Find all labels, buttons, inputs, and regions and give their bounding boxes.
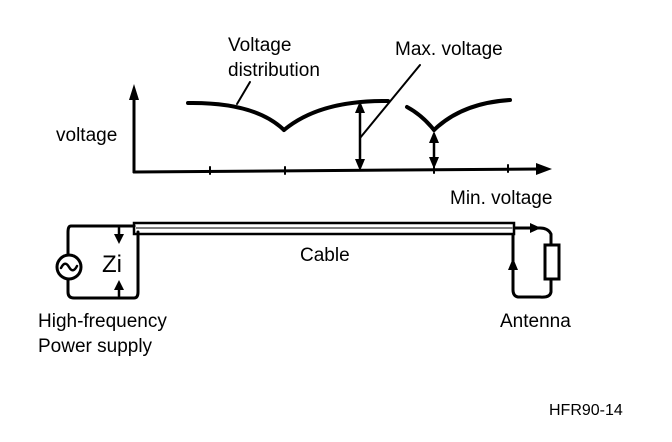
- source-loop-wire: [66, 224, 140, 300]
- x-axis: [132, 167, 542, 174]
- zi-label: Zi: [102, 251, 122, 278]
- circuit: [55, 221, 561, 300]
- antenna-arrowhead-up: [508, 258, 518, 270]
- source-label-line2: Power supply: [38, 336, 153, 357]
- antenna-return-wire: [511, 233, 553, 299]
- max-voltage-label: Max. voltage: [395, 39, 503, 60]
- max-voltage-leader: [359, 64, 421, 139]
- voltage-curve-segment-1: [186, 100, 286, 132]
- voltage-distribution-leader: [236, 81, 251, 105]
- y-axis-arrowhead: [129, 84, 139, 100]
- min-voltage-arrowhead-top: [429, 131, 439, 143]
- zi-arrowhead-bottom: [114, 280, 124, 290]
- min-voltage-arrowhead-bottom: [429, 157, 439, 169]
- antenna-resistor: [543, 243, 561, 281]
- min-voltage-label: Min. voltage: [450, 188, 552, 209]
- figure-code: HFR90-14: [549, 402, 623, 419]
- antenna-arrowhead-right: [530, 223, 541, 233]
- voltage-curve-segment-4: [432, 98, 512, 132]
- zi-arrowhead-top: [114, 234, 124, 244]
- voltage-curve-segment-3: [405, 105, 436, 132]
- x-axis-arrowhead: [536, 163, 552, 175]
- max-voltage-arrowhead-bottom: [355, 159, 365, 171]
- voltage-distribution-label-line2: distribution: [228, 60, 320, 81]
- voltage-distribution-label-line1: Voltage: [228, 35, 291, 56]
- voltage-graph: [129, 64, 552, 175]
- cable-label: Cable: [300, 245, 350, 266]
- antenna-label: Antenna: [500, 311, 571, 332]
- sine-wave-icon: [59, 262, 79, 272]
- max-voltage-arrowhead-top: [355, 101, 365, 113]
- voltage-axis-label: voltage: [56, 125, 117, 146]
- voltage-curve-segment-2: [282, 98, 390, 132]
- source-label-line1: High-frequency: [38, 311, 167, 332]
